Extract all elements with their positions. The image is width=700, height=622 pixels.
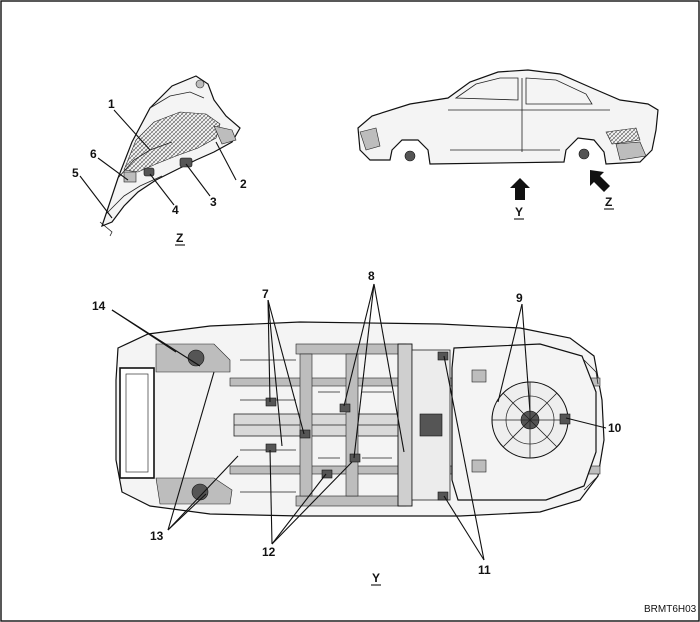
callout-3: 3 (210, 195, 217, 209)
grommet-4 (143, 167, 155, 177)
callout-11: 11 (478, 563, 491, 577)
callout-10: 10 (608, 421, 622, 435)
view-label-y-bottom: Y (372, 571, 380, 585)
view-arrow-z (590, 170, 610, 192)
bracket-6 (123, 171, 137, 183)
callout-5: 5 (72, 166, 79, 180)
view-label-z-detail: Z (176, 231, 183, 245)
view-label-y-top: Y (515, 205, 523, 219)
underbody-view (115, 321, 605, 517)
callout-13: 13 (150, 529, 164, 543)
view-labels: Y Z Z Y (175, 195, 614, 586)
view-arrow-y (510, 178, 530, 200)
callout-8: 8 (368, 269, 375, 283)
callout-7: 7 (262, 287, 269, 301)
callout-14: 14 (92, 299, 106, 313)
callout-9: 9 (516, 291, 523, 305)
wheel-well-detail (99, 75, 241, 237)
callout-6: 6 (90, 147, 97, 161)
underbody-callouts (111, 283, 607, 561)
callout-2: 2 (240, 177, 247, 191)
view-label-z-top: Z (605, 195, 612, 209)
callout-4: 4 (172, 203, 179, 217)
callout-1: 1 (108, 97, 115, 111)
wheel-well-callouts (79, 109, 237, 219)
callout-12: 12 (262, 545, 276, 559)
grommet-3 (179, 157, 193, 168)
callout-labels: 1 2 3 4 5 6 7 8 9 10 11 12 13 14 (72, 97, 622, 577)
side-view-car (357, 69, 659, 165)
figure-code: BRMT6H03 (644, 604, 697, 615)
